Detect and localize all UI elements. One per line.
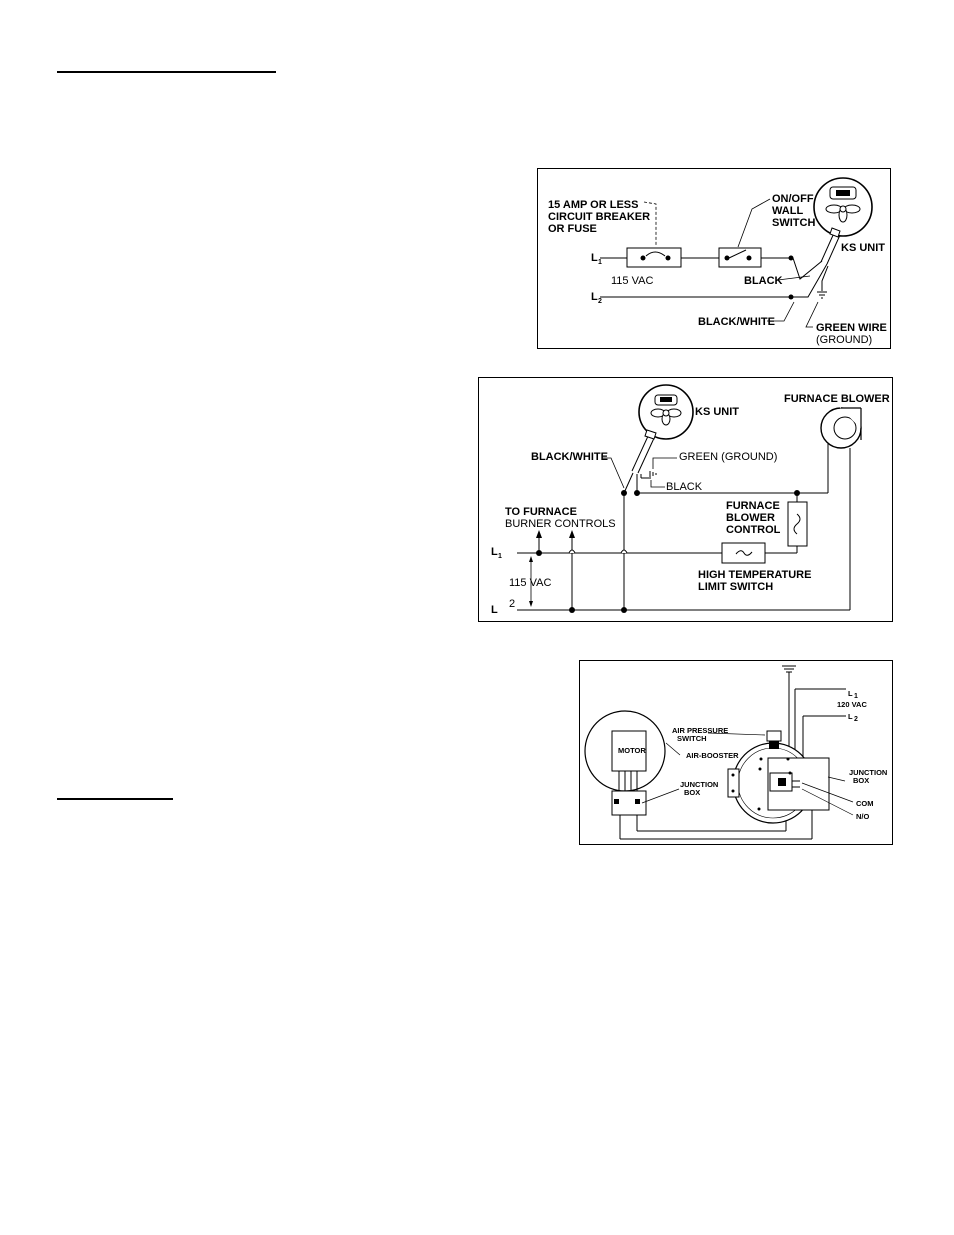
blower-control-label-line-3: CONTROL bbox=[726, 524, 781, 536]
switch-label-line-1: ON/OFF bbox=[772, 193, 814, 205]
voltage-label: 120 VAC bbox=[837, 700, 867, 709]
breaker-label-line-3: OR FUSE bbox=[548, 223, 597, 235]
right-junction-box-label-line-1: JUNCTION bbox=[849, 768, 887, 777]
air-pressure-switch-label-line-1: AIR PRESSURE bbox=[672, 726, 728, 735]
wiring-diagram-wall-switch: 15 AMP OR LESS CIRCUIT BREAKER OR FUSE O… bbox=[537, 168, 891, 349]
ks-unit-label: KS UNIT bbox=[841, 242, 885, 254]
breaker-label-line-1: 15 AMP OR LESS bbox=[548, 199, 638, 211]
limit-switch-label-line-1: HIGH TEMPERATURE bbox=[698, 569, 811, 581]
l2-label: L bbox=[491, 604, 498, 616]
l1-label: L bbox=[591, 252, 598, 264]
black-wire-label: BLACK bbox=[744, 275, 783, 287]
l1-label: L bbox=[491, 546, 498, 558]
l2-label: L bbox=[591, 291, 598, 303]
heading-rule-top bbox=[57, 71, 276, 73]
l1-subscript: 1 bbox=[854, 693, 858, 700]
green-wire-label-line-2: (GROUND) bbox=[816, 334, 872, 346]
right-junction-box-label-line-2: BOX bbox=[853, 776, 869, 785]
wiring-diagram-1-svg: 15 AMP OR LESS CIRCUIT BREAKER OR FUSE O… bbox=[548, 177, 887, 346]
left-junction-box-label-line-2: BOX bbox=[684, 788, 700, 797]
l2-label: L bbox=[848, 712, 853, 721]
limit-switch-label-line-2: LIMIT SWITCH bbox=[698, 581, 773, 593]
air-booster-label: AIR-BOOSTER bbox=[686, 751, 739, 760]
l1-label: L bbox=[848, 689, 853, 698]
furnace-blower-label: FURNACE BLOWER bbox=[784, 393, 890, 405]
l1-subscript: 1 bbox=[498, 553, 502, 560]
voltage-label: 115 VAC bbox=[509, 577, 551, 589]
blower-control-label-line-1: FURNACE bbox=[726, 500, 780, 512]
green-ground-label: GREEN (GROUND) bbox=[679, 451, 777, 463]
breaker-label-line-2: CIRCUIT BREAKER bbox=[548, 211, 650, 223]
wiring-diagram-2-svg: KS UNIT FURNACE BLOWER BLACK/WHITE GREEN… bbox=[491, 384, 890, 616]
motor-label: MOTOR bbox=[618, 746, 646, 755]
left-junction-box-label-line-1: JUNCTION bbox=[680, 780, 718, 789]
heading-rule-mid bbox=[57, 798, 173, 800]
l1-subscript: 1 bbox=[598, 259, 602, 266]
l2-subscript: 2 bbox=[509, 598, 515, 610]
burner-label-line-2: BURNER CONTROLS bbox=[505, 518, 616, 530]
com-terminal-label: COM bbox=[856, 799, 874, 808]
l2-subscript: 2 bbox=[854, 716, 858, 723]
black-wire-label: BLACK bbox=[666, 481, 703, 493]
switch-label-line-2: WALL bbox=[772, 205, 803, 217]
wiring-diagram-furnace-blower: KS UNIT FURNACE BLOWER BLACK/WHITE GREEN… bbox=[478, 377, 893, 622]
black-white-wire-label: BLACK/WHITE bbox=[531, 451, 608, 463]
green-wire-label-line-1: GREEN WIRE bbox=[816, 322, 887, 334]
air-pressure-switch-label-line-2: SWITCH bbox=[677, 734, 707, 743]
blower-control-label-line-2: BLOWER bbox=[726, 512, 775, 524]
black-white-wire-label: BLACK/WHITE bbox=[698, 316, 775, 328]
burner-label-line-1: TO FURNACE bbox=[505, 506, 577, 518]
wiring-diagram-air-booster: MOTOR AIR PRESSURE SWITCH AIR-BOOSTER JU… bbox=[579, 660, 893, 845]
no-terminal-label: N/O bbox=[856, 812, 870, 821]
ks-unit-label: KS UNIT bbox=[695, 406, 739, 418]
voltage-label: 115 VAC bbox=[611, 275, 653, 287]
l2-subscript: 2 bbox=[598, 298, 602, 305]
wiring-diagram-3-svg: MOTOR AIR PRESSURE SWITCH AIR-BOOSTER JU… bbox=[584, 665, 887, 840]
switch-label-line-3: SWITCH bbox=[772, 217, 815, 229]
